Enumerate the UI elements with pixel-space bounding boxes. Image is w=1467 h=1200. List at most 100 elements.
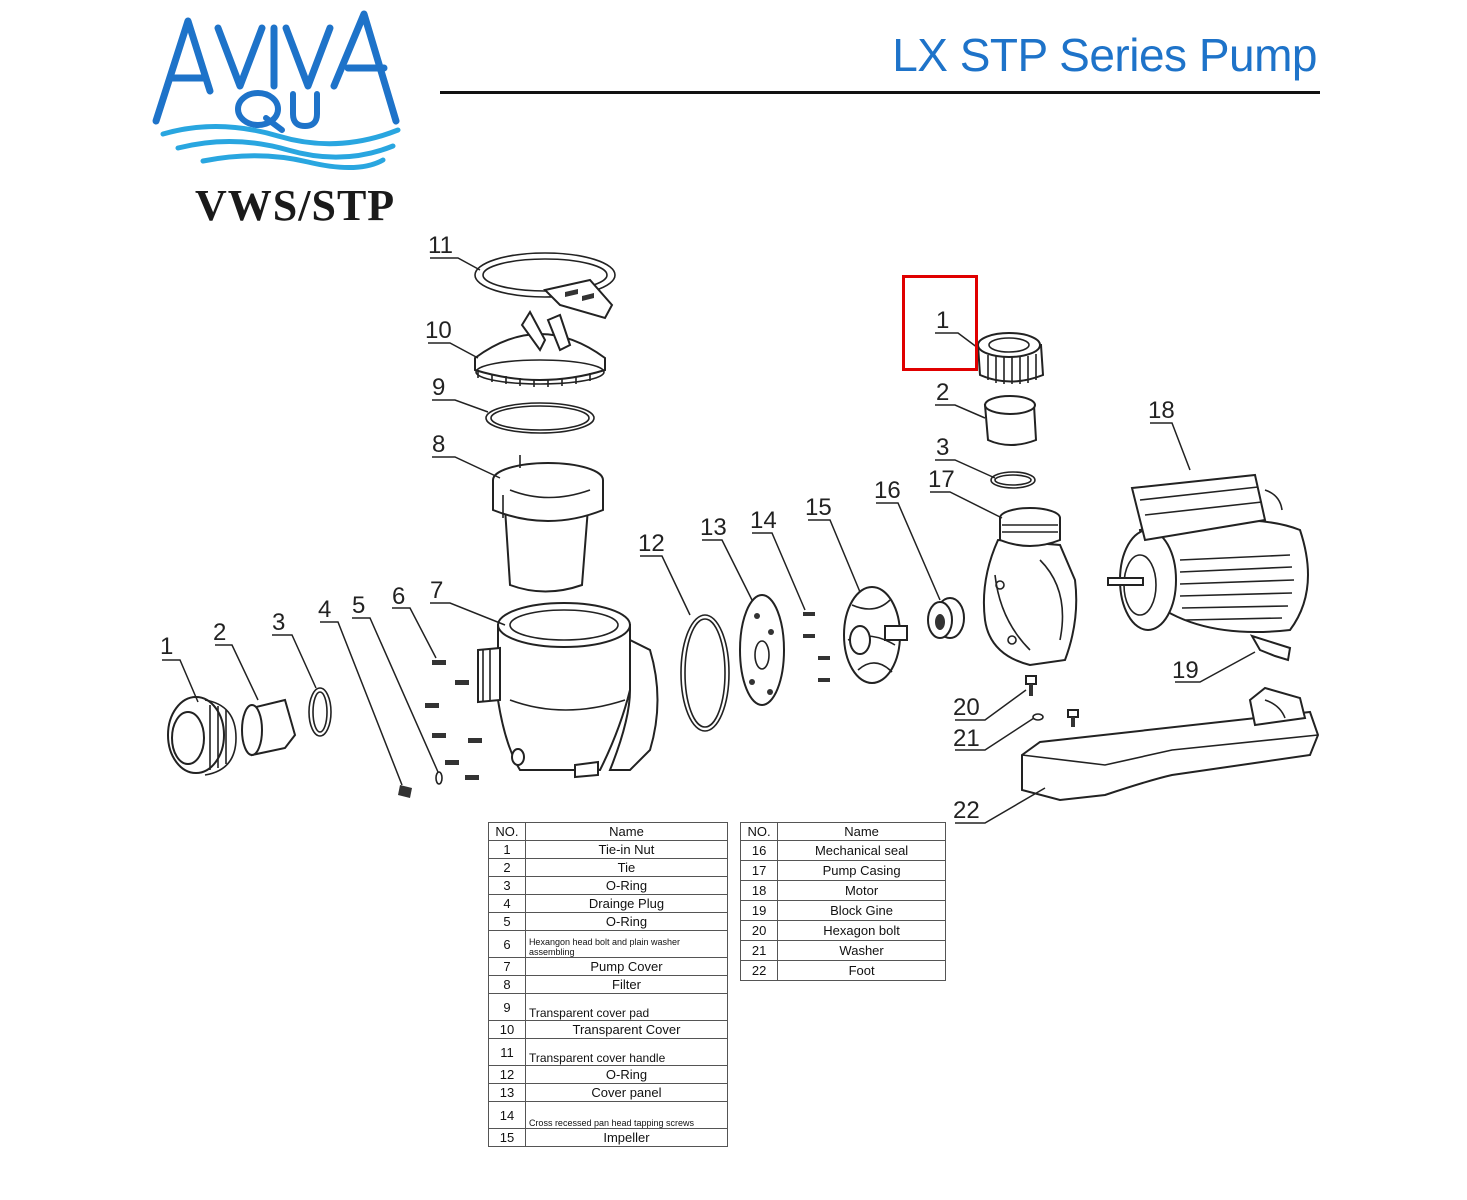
part-name: Block Gine xyxy=(777,900,946,921)
callout-1-right: 1 xyxy=(936,307,949,334)
part-no: 13 xyxy=(488,1083,526,1102)
callout-2-right: 2 xyxy=(936,379,949,406)
part-name: Drainge Plug xyxy=(524,894,729,913)
part-foot xyxy=(1021,686,1320,802)
header-name: Name xyxy=(524,822,729,841)
part-no: 15 xyxy=(488,1128,526,1147)
callout-20: 20 xyxy=(953,694,980,721)
part-no: 3 xyxy=(488,876,526,895)
part-tie-in-nut-right xyxy=(976,332,1045,384)
part-name: O-Ring xyxy=(524,912,729,931)
part-hexagon-bolt xyxy=(1025,675,1037,696)
header-no: NO. xyxy=(739,822,779,841)
callout-15: 15 xyxy=(805,494,832,521)
part-drain-plug xyxy=(398,785,412,798)
part-foot-bolt xyxy=(1067,709,1079,727)
part-mechanical-seal xyxy=(927,597,965,639)
callout-11: 11 xyxy=(428,232,453,259)
part-name: Pump Cover xyxy=(524,957,729,976)
part-no: 21 xyxy=(739,940,779,961)
part-name: Tie-in Nut xyxy=(524,840,729,859)
part-name: Foot xyxy=(777,960,946,981)
model-tag: VWS/STP xyxy=(195,181,396,230)
callout-2: 2 xyxy=(213,619,226,646)
callout-19: 19 xyxy=(1172,657,1199,684)
part-name: Transparent cover pad xyxy=(524,993,729,1021)
callout-17: 17 xyxy=(928,466,955,493)
callout-6: 6 xyxy=(392,583,405,610)
part-pump-casing xyxy=(982,507,1078,667)
part-no: 4 xyxy=(488,894,526,913)
callout-14: 14 xyxy=(750,507,777,534)
part-name: Pump Casing xyxy=(777,860,946,881)
part-transparent-cover xyxy=(474,309,606,387)
header-name: Name xyxy=(777,822,946,841)
callout-10: 10 xyxy=(425,317,452,344)
logo-graphic xyxy=(152,10,401,171)
part-name: Transparent cover handle xyxy=(524,1038,729,1066)
part-no: 2 xyxy=(488,858,526,877)
part-name: Washer xyxy=(777,940,946,961)
part-pump-cover xyxy=(477,602,659,779)
callout-8: 8 xyxy=(432,431,445,458)
callout-12: 12 xyxy=(638,530,665,557)
callout-21: 21 xyxy=(953,725,980,752)
callout-1: 1 xyxy=(160,633,173,660)
callout-18: 18 xyxy=(1148,397,1175,424)
part-no: 18 xyxy=(739,880,779,901)
part-no: 10 xyxy=(488,1020,526,1039)
part-no: 1 xyxy=(488,840,526,859)
callout-9: 9 xyxy=(432,374,445,401)
part-tie-right xyxy=(983,395,1038,446)
table-header-row: NO. Name xyxy=(739,822,946,841)
table-header-row: NO. Name xyxy=(488,822,729,841)
part-name: Motor xyxy=(777,880,946,901)
part-name: Hexangon head bolt and plain washer asse… xyxy=(524,930,729,958)
brand-logo xyxy=(148,6,418,171)
part-filter-basket xyxy=(492,455,604,593)
callout-22: 22 xyxy=(953,797,980,824)
part-name: O-Ring xyxy=(524,1065,729,1084)
callout-3-right: 3 xyxy=(936,434,949,461)
part-no: 12 xyxy=(488,1065,526,1084)
part-no: 5 xyxy=(488,912,526,931)
part-cover-handle xyxy=(474,252,616,320)
part-no: 6 xyxy=(488,930,526,958)
part-no: 16 xyxy=(739,840,779,861)
callout-13: 13 xyxy=(700,514,727,541)
part-no: 14 xyxy=(488,1101,526,1129)
part-no: 8 xyxy=(488,975,526,994)
part-o-ring-small xyxy=(435,771,443,785)
callout-16: 16 xyxy=(874,477,901,504)
part-washer xyxy=(1032,713,1044,721)
part-motor xyxy=(1107,473,1309,633)
part-o-ring-right xyxy=(990,471,1036,489)
callout-4: 4 xyxy=(318,596,331,623)
part-block-gine xyxy=(1249,634,1292,662)
part-name: Hexagon bolt xyxy=(777,920,946,941)
part-name: Transparent Cover xyxy=(524,1020,729,1039)
